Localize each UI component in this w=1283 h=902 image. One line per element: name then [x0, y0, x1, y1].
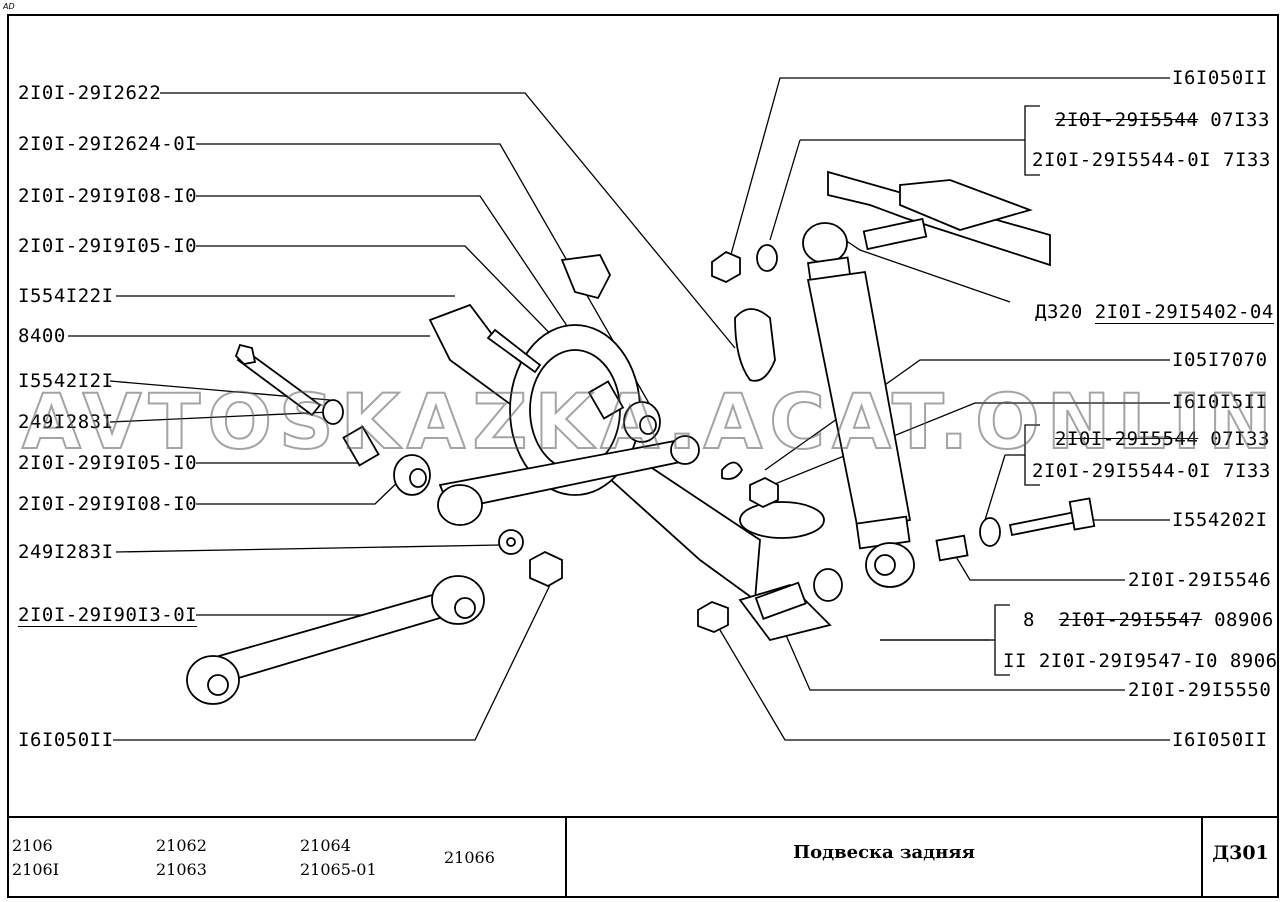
bolt-right — [1008, 510, 1079, 537]
label-2101-2915544-struck-b: 2I0I-29I5544 07I33 — [1055, 428, 1270, 450]
label-2101-2912622: 2I0I-29I2622 — [18, 82, 162, 104]
superseded-part-number: 2I0I-29I5544 — [1055, 109, 1199, 131]
label-2101-2919013-01: 2I0I-29I90I3-0I — [18, 604, 198, 627]
model-21063: 21063 — [156, 860, 207, 879]
top-nut — [711, 250, 741, 284]
label-1554212I: I5542I2I — [18, 370, 114, 392]
label-2101-2915550: 2I0I-29I5550 — [1128, 679, 1272, 701]
date-code: 08906 — [1214, 609, 1274, 631]
model-2106: 2106 — [12, 836, 53, 855]
label-105I7070: I05I7070 — [1172, 349, 1268, 371]
label-2101-2915544-01-a: 2I0I-29I5544-0I 7I33 — [1032, 149, 1271, 171]
shock-prefix: Д320 — [1035, 301, 1083, 323]
label-shock-absorber: Д320 2I0I-29I5402-04 — [1035, 301, 1274, 324]
spring-seat — [739, 501, 825, 539]
label-16I050II-left: I6I050II — [18, 729, 114, 751]
model-21066: 21066 — [444, 848, 495, 867]
label-2101-2915544-01-b: 2I0I-29I5544-0I 7I33 — [1032, 460, 1271, 482]
clip-105 — [721, 461, 744, 480]
brackets — [769, 105, 1040, 676]
washer-right — [979, 517, 1001, 547]
label-2101-2912624-01: 2I0I-29I2624-0I — [18, 133, 198, 155]
corner-mark: AD — [3, 2, 15, 11]
drawing-frame — [7, 14, 1279, 898]
model-21061: 2106I — [12, 860, 60, 879]
bump-stop-large — [734, 308, 776, 382]
label-2101-2919105-10-a: 2I0I-29I9I05-I0 — [18, 235, 198, 257]
sheet-title: Подвеска задняя — [793, 842, 975, 863]
model-21064: 21064 — [300, 836, 351, 855]
sleeve-right — [935, 534, 969, 562]
label-2101-2919108-10-a: 2I0I-29I9I08-I0 — [18, 185, 198, 207]
label-2491283I-b: 249I283I — [18, 541, 114, 563]
lower-link — [203, 588, 462, 687]
label-16I050II-bottom: I6I050II — [1172, 729, 1268, 751]
spacer-sleeve — [587, 380, 625, 420]
label-1554122I: I554I22I — [18, 285, 114, 307]
lower-sleeve — [754, 581, 807, 620]
watermark: AVTOSKAZKA.ACAT.ONLINE — [21, 376, 1283, 467]
model-21062: 21062 — [156, 836, 207, 855]
sheet-code: Д301 — [1212, 842, 1269, 864]
label-2491283I-a: 249I283I — [18, 411, 114, 433]
label-2101-2915544-struck-a: 2I0I-29I5544 07I33 — [1055, 109, 1270, 131]
label-2101-2915547: 8 2I0I-29I5547 08906 — [1023, 609, 1274, 631]
top-washer — [756, 244, 778, 272]
washer-left — [322, 399, 344, 425]
nut-lower-left — [529, 550, 563, 588]
superseded-part-number: 2I0I-29I5547 — [1058, 609, 1203, 631]
upper-stud — [862, 217, 928, 251]
date-code: 07I33 — [1210, 109, 1270, 131]
label-2101-2919108-10-b: 2I0I-29I9I08-I0 — [18, 493, 198, 515]
label-16I050II-top: I6I050II — [1172, 67, 1268, 89]
label-2101-2919105-10-b: 2I0I-29I9I05-I0 — [18, 452, 198, 474]
date-code: 07I33 — [1210, 428, 1270, 450]
label-16I0I5II: I6I0I5II — [1172, 391, 1268, 413]
quantity: 8 — [1023, 609, 1035, 631]
nut-lower-right — [697, 601, 729, 633]
nut-161015 — [749, 476, 779, 509]
model-21065-01: 21065-01 — [300, 860, 377, 879]
suspension-parts — [186, 170, 1096, 705]
shock-absorber — [802, 222, 915, 588]
label-8400: 8400 — [18, 325, 66, 347]
label-2101-2915546: 2I0I-29I5546 — [1128, 569, 1272, 591]
label-I554202I: I554202I — [1172, 509, 1268, 531]
label-2101-2919547-10: II 2I0I-29I9547-I0 8906 — [1003, 650, 1278, 672]
bump-stop-small — [560, 254, 612, 300]
shock-part-number: 2I0I-29I5402-04 — [1094, 301, 1274, 324]
superseded-part-number: 2I0I-29I5544 — [1055, 428, 1199, 450]
